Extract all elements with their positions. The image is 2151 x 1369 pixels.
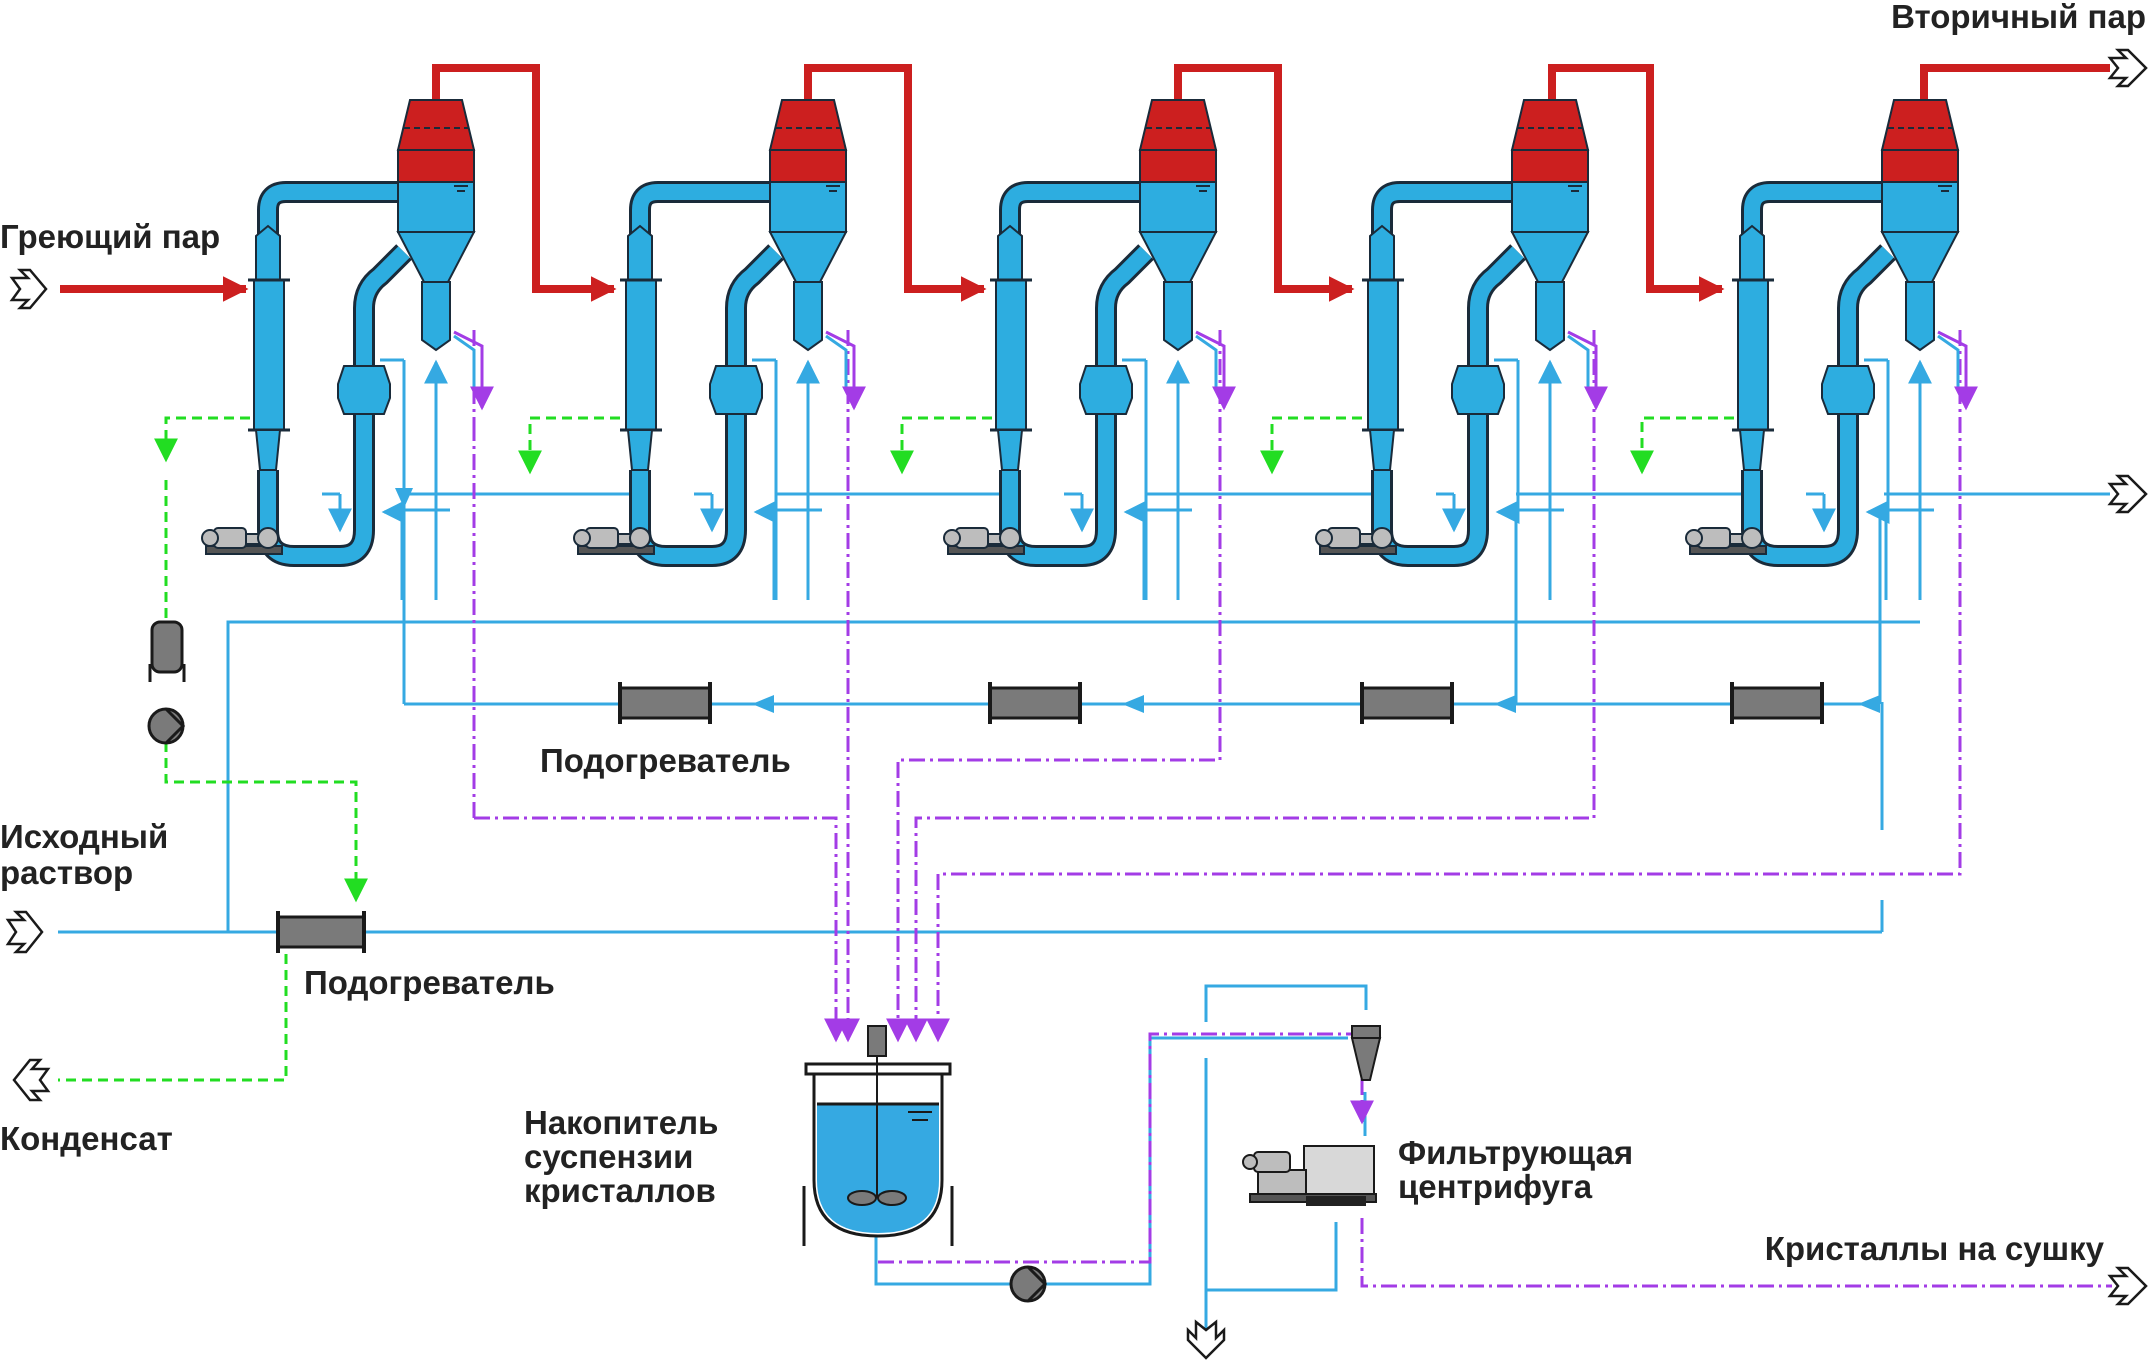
steam-lines <box>60 64 2110 302</box>
pump-icon <box>1009 1265 1048 1303</box>
crystals-to-drying-label: Кристаллы на сушку <box>1765 1230 2105 1267</box>
evaporator-stage-3 <box>943 99 1236 600</box>
heater-2 <box>988 682 1082 724</box>
condensate-lines <box>58 416 1734 1082</box>
secondary-steam-label: Вторичный пар <box>1891 0 2146 35</box>
motor-icon <box>201 527 283 555</box>
tank-label-3: кристаллов <box>524 1172 716 1209</box>
pump-icon <box>147 707 186 745</box>
hollow-arrow-icon <box>2107 48 2148 88</box>
motor-icon <box>1685 527 1767 555</box>
suspension-lines <box>472 330 2112 1288</box>
labels: Греющий пар Вторичный пар Исходный раств… <box>0 0 2146 1267</box>
hollow-arrow-icon <box>2107 474 2148 514</box>
hollow-arrow-icon <box>2107 1266 2148 1306</box>
heater-4 <box>1730 682 1824 724</box>
evaporator-stages <box>201 99 1978 600</box>
source-solution-label-1: Исходный <box>0 818 168 855</box>
steam-transfer-3 <box>1174 64 1355 302</box>
motor-icon <box>943 527 1025 555</box>
centrifuge-label-2: центрифуга <box>1398 1168 1593 1205</box>
hollow-arrow-icon <box>9 268 48 310</box>
heater-chain <box>276 488 1880 953</box>
feed-heater <box>276 911 366 953</box>
centrifuge <box>1242 1145 1377 1206</box>
source-solution-label-2: раствор <box>0 854 133 891</box>
steam-transfer-2 <box>804 64 987 302</box>
motor-icon <box>1242 1151 1291 1173</box>
steam-transfer-4 <box>1548 64 1725 302</box>
agitator-icon <box>847 1190 907 1206</box>
suspension-tank <box>802 1025 954 1246</box>
heater-1 <box>618 682 712 724</box>
heating-steam-label: Греющий пар <box>0 218 220 255</box>
condensate-receiver <box>148 620 186 682</box>
hollow-arrow-icon <box>1186 1319 1226 1360</box>
feed-heater-label: Подогреватель <box>304 964 555 1001</box>
steam-transfer-1 <box>432 64 617 302</box>
heater-3 <box>1360 682 1454 724</box>
centrifuge-label-1: Фильтрующая <box>1398 1134 1633 1171</box>
secondary-steam-outlet-line <box>1920 64 2110 100</box>
evaporator-stage-4 <box>1315 99 1608 600</box>
tank-label-1: Накопитель <box>524 1104 718 1141</box>
heater-chain-label: Подогреватель <box>540 742 791 779</box>
hollow-arrow-icon <box>5 910 44 954</box>
motor-icon <box>573 527 655 555</box>
motor-icon <box>1315 527 1397 555</box>
evaporator-stage-2 <box>573 99 866 600</box>
hollow-arrow-icon <box>12 1058 51 1102</box>
evaporator-stage-1 <box>201 99 494 600</box>
evaporator-stage-5 <box>1685 99 1978 600</box>
hydrocyclone <box>1350 1025 1382 1081</box>
condensate-label: Конденсат <box>0 1120 173 1157</box>
io-arrows <box>5 48 2148 1360</box>
tank-label-2: суспензии <box>524 1138 693 1175</box>
